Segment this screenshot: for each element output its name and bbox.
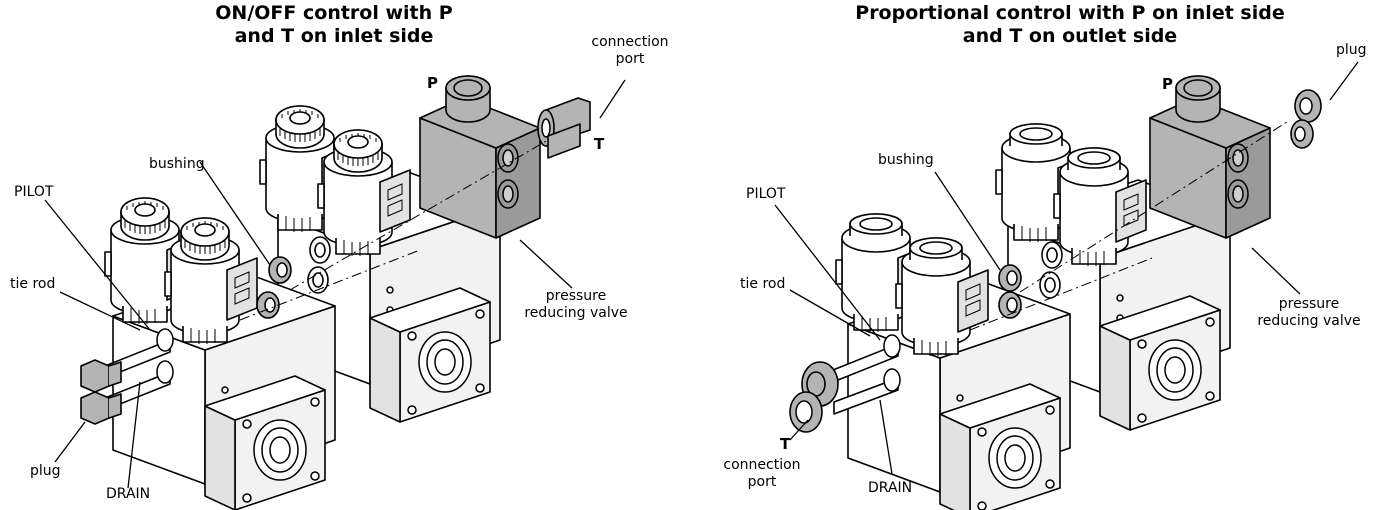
right-label-p: P — [1162, 75, 1173, 93]
left-label-plug: plug — [30, 463, 61, 479]
right-label-pilot: PILOT — [746, 186, 786, 202]
left-oring-2 — [307, 266, 329, 294]
left-title-line-1: ON/OFF control with P — [215, 2, 453, 24]
right-label-connection-port: connection port — [723, 457, 801, 490]
right-title-line-1: Proportional control with P on inlet sid… — [855, 2, 1285, 24]
left-bushing-2 — [256, 291, 280, 319]
left-oring-1 — [309, 236, 331, 264]
right-assembly — [774, 61, 1359, 510]
right-oring-1 — [1041, 241, 1063, 269]
left-title-line-2: and T on inlet side — [234, 25, 434, 47]
right-label-tie-rod: tie rod — [740, 276, 786, 292]
left-connection-port-fitting-2 — [547, 123, 581, 159]
right-label-plug: plug — [1336, 42, 1367, 58]
right-label-t: T — [780, 435, 791, 453]
right-oring-2 — [1039, 271, 1061, 299]
left-label-pressure-reducing-valve: pressure reducing valve — [524, 288, 628, 321]
right-label-bushing: bushing — [878, 152, 934, 168]
right-label-drain: DRAIN — [868, 480, 913, 496]
right-title-line-2: and T on outlet side — [962, 25, 1178, 47]
left-label-tie-rod: tie rod — [10, 276, 56, 292]
right-tie-rod-2 — [833, 377, 899, 415]
right-bushing-1 — [998, 264, 1022, 292]
left-label-drain: DRAIN — [106, 486, 151, 502]
left-assembly — [44, 75, 626, 510]
left-label-connection-port: connection port — [591, 34, 669, 67]
left-label-p: P — [427, 74, 438, 92]
left-label-bushing: bushing — [149, 156, 205, 172]
left-label-pilot: PILOT — [14, 184, 54, 200]
right-label-pressure-reducing-valve: pressure reducing valve — [1257, 296, 1361, 329]
right-pressure-reducing-valve — [1149, 75, 1271, 239]
left-label-t: T — [594, 135, 605, 153]
left-bushing-1 — [268, 256, 292, 284]
left-pressure-reducing-valve — [419, 75, 541, 239]
